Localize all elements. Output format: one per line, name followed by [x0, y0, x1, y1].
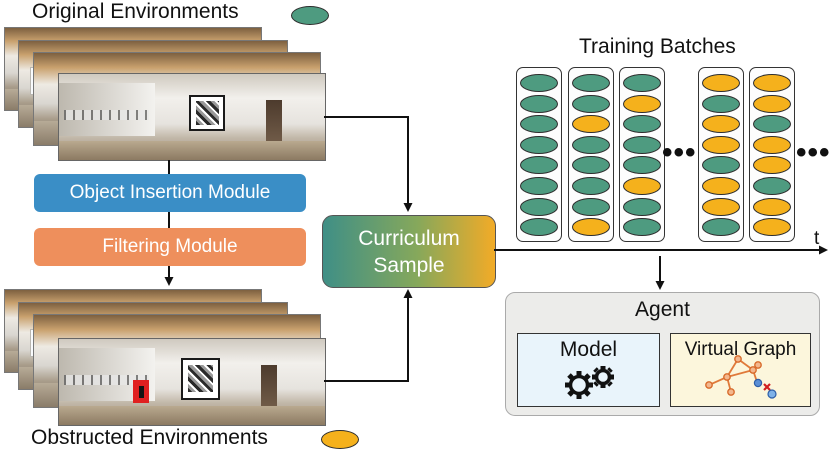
- obstructed-sample-oval: [572, 218, 610, 237]
- obstructed-sample-oval: [702, 115, 740, 134]
- virtual-graph-box: Virtual Graph: [670, 333, 811, 407]
- object-insertion-module-label: Object Insertion Module: [69, 182, 271, 203]
- obstructed-sample-oval: [753, 197, 791, 216]
- original-sample-oval: [572, 177, 610, 195]
- time-axis-label: t: [814, 228, 820, 249]
- obstructed-panorama-front: [58, 338, 326, 426]
- original-sample-oval: [572, 135, 610, 154]
- curriculum-sample-box: Curriculum Sample: [322, 215, 496, 288]
- model-box: Model: [517, 333, 660, 407]
- original-sample-oval: [753, 115, 791, 134]
- original-sample-oval: [520, 218, 558, 237]
- original-sample-oval: [520, 74, 558, 92]
- curriculum-label-line2: Sample: [373, 253, 445, 277]
- obstructed-sample-oval: [623, 94, 661, 113]
- original-sample-oval: [702, 218, 740, 237]
- graph-nodes-icon: [705, 355, 777, 399]
- original-environments-label: Original Environments: [32, 0, 239, 23]
- filtering-module: Filtering Module: [34, 228, 306, 266]
- model-label: Model: [559, 338, 618, 361]
- filtering-module-label: Filtering Module: [102, 236, 238, 257]
- obstructed-sample-oval: [753, 135, 791, 154]
- obstructed-sample-oval: [753, 94, 791, 113]
- original-sample-oval: [623, 74, 661, 92]
- painting: [181, 357, 220, 400]
- original-sample-oval: [520, 156, 558, 175]
- original-sample-oval: [702, 94, 740, 113]
- original-sample-oval: [520, 135, 558, 154]
- original-panorama-front: [58, 73, 326, 161]
- original-sample-oval: [623, 156, 661, 175]
- batch-ellipsis-middle: •••: [662, 136, 697, 169]
- original-sample-oval: [753, 177, 791, 195]
- agent-title: Agent: [635, 298, 690, 321]
- training-batch: [749, 67, 795, 242]
- original-sample-oval: [520, 94, 558, 113]
- original-sample-oval: [572, 74, 610, 92]
- inserted-object: [138, 386, 145, 398]
- object-insertion-module: Object Insertion Module: [34, 174, 306, 212]
- gears-icon: [565, 366, 614, 399]
- arrow-original-to-curriculum: [324, 116, 413, 212]
- obstructed-sample-oval: [753, 74, 791, 92]
- original-sample-oval: [520, 115, 558, 134]
- curriculum-label-line1: Curriculum: [358, 226, 460, 250]
- original-sample-oval: [623, 197, 661, 216]
- obstructed-sample-oval: [702, 135, 740, 154]
- original-sample-oval: [623, 115, 661, 134]
- virtual-graph-label: Virtual Graph: [684, 339, 797, 360]
- original-sample-oval: [520, 197, 558, 216]
- original-sample-oval: [572, 94, 610, 113]
- obstructed-sample-oval: [702, 74, 740, 92]
- obstructed-sample-oval: [702, 177, 740, 195]
- training-batch: [568, 67, 614, 242]
- original-sample-oval: [572, 156, 610, 175]
- obstructed-sample-oval: [623, 177, 661, 195]
- obstructed-sample-oval: [702, 197, 740, 216]
- original-sample-oval: [702, 156, 740, 175]
- inserted-object-marker: [133, 380, 150, 403]
- original-sample-oval: [520, 177, 558, 195]
- training-batches-label: Training Batches: [579, 35, 736, 58]
- original-legend-oval: [291, 6, 329, 25]
- obstructed-sample-oval: [572, 115, 610, 134]
- agent-box: Agent Model: [505, 292, 820, 416]
- original-sample-oval: [623, 135, 661, 154]
- arrow-obstructed-to-curriculum: [324, 289, 413, 382]
- training-batch: [698, 67, 744, 242]
- original-sample-oval: [623, 218, 661, 237]
- obstructed-sample-oval: [753, 218, 791, 237]
- batch-ellipsis-right: •••: [796, 136, 831, 169]
- training-batch: [619, 67, 665, 242]
- obstructed-sample-oval: [753, 156, 791, 175]
- training-batch: [516, 67, 562, 242]
- painting: [189, 94, 226, 132]
- obstructed-environments-label: Obstructed Environments: [31, 426, 268, 449]
- original-sample-oval: [572, 197, 610, 216]
